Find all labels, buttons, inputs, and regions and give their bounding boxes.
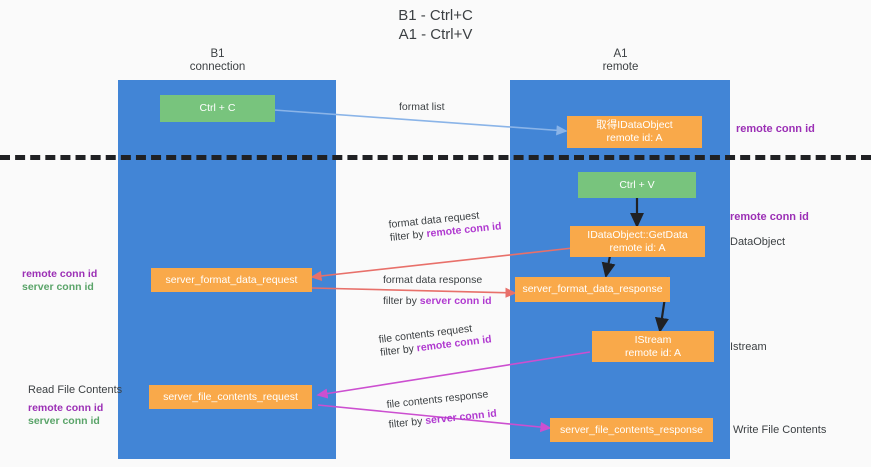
node-server-format-data-response-label: server_format_data_response <box>522 283 663 295</box>
annotation-right-getdata: remote conn id <box>730 211 809 223</box>
phase-divider <box>0 155 871 160</box>
edge-label-format-list-text: format list <box>399 101 445 113</box>
column-header-b1-role: connection <box>189 61 246 73</box>
edge-label-format-list: format list <box>399 101 445 114</box>
column-header-a1-role: remote <box>602 61 639 73</box>
annotation-right-top: remote conn id <box>736 123 815 135</box>
node-istream[interactable]: IStream remote id: A <box>592 331 714 362</box>
node-server-format-data-response[interactable]: server_format_data_response <box>515 277 670 302</box>
node-idataobject-line1: 取得IDataObject <box>596 119 673 131</box>
annotation-left-read: Read File Contents <box>28 384 123 396</box>
edge-label-format-data-response-filter: filter by server conn id <box>383 295 492 308</box>
node-server-format-data-request-label: server_format_data_request <box>165 273 298 286</box>
column-header-b1-name: B1 <box>210 48 225 60</box>
annotation-left-file-green: server conn id <box>28 415 100 427</box>
node-istream-line1: IStream <box>634 333 672 346</box>
column-header-a1-name: A1 <box>613 48 628 60</box>
node-ctrl-c[interactable]: Ctrl + C <box>160 95 275 122</box>
filter-prefix: filter by <box>389 228 428 244</box>
annotation-right-istream: Istream <box>730 341 767 353</box>
edge-label-format-data-response-text: format data response <box>383 274 483 286</box>
edge-label-format-data-request: format data request filter by remote con… <box>388 207 502 245</box>
edge-label-file-contents-response-filter: filter by server conn id <box>388 408 497 432</box>
annotation-left-format-purple: remote conn id <box>22 268 98 280</box>
edge-label-format-data-response: format data response filter by server co… <box>383 274 492 308</box>
filter-prefix: filter by <box>388 415 426 431</box>
title-line-1: B1 - Ctrl+C <box>398 7 473 24</box>
filter-key: server conn id <box>424 407 498 427</box>
node-getdata-line2: remote id: A <box>609 241 666 254</box>
node-server-file-contents-request[interactable]: server_file_contents_request <box>149 385 312 409</box>
annotation-left-format: remote conn id server conn id <box>22 268 97 294</box>
page-title: B1 - Ctrl+C A1 - Ctrl+V <box>0 6 871 44</box>
node-ctrl-v[interactable]: Ctrl + V <box>578 172 696 198</box>
node-getdata[interactable]: IDataObject::GetData remote id: A <box>570 226 705 257</box>
edge-label-file-contents-response: file contents response filter by server … <box>386 388 497 432</box>
node-ctrl-c-label: Ctrl + C <box>199 102 236 114</box>
filter-key: server conn id <box>419 295 492 307</box>
node-istream-line2: remote id: A <box>624 346 682 359</box>
column-header-b1: B1 connection <box>140 48 295 74</box>
node-server-file-contents-response[interactable]: server_file_contents_response <box>550 418 713 442</box>
title-line-2: A1 - Ctrl+V <box>398 26 473 43</box>
node-getdata-line1: IDataObject::GetData <box>587 228 688 241</box>
node-server-format-data-request[interactable]: server_format_data_request <box>151 268 312 292</box>
annotation-left-file: remote conn id server conn id <box>28 402 103 428</box>
node-server-file-contents-response-label: server_file_contents_response <box>559 423 703 436</box>
annotation-right-dataobject: DataObject <box>730 236 786 248</box>
annotation-right-write: Write File Contents <box>733 424 827 436</box>
annotation-left-format-green: server conn id <box>22 281 94 293</box>
node-server-file-contents-request-label: server_file_contents_request <box>163 390 298 403</box>
edge-label-file-contents-request: file contents request filter by remote c… <box>378 320 492 359</box>
node-idataobject-line2: remote id: A <box>606 132 663 144</box>
filter-prefix: filter by <box>383 295 420 307</box>
node-idataobject[interactable]: 取得IDataObject remote id: A <box>567 116 702 148</box>
column-header-a1: A1 remote <box>533 48 708 74</box>
node-ctrl-v-label: Ctrl + V <box>619 178 655 191</box>
annotation-left-file-purple: remote conn id <box>28 402 104 414</box>
